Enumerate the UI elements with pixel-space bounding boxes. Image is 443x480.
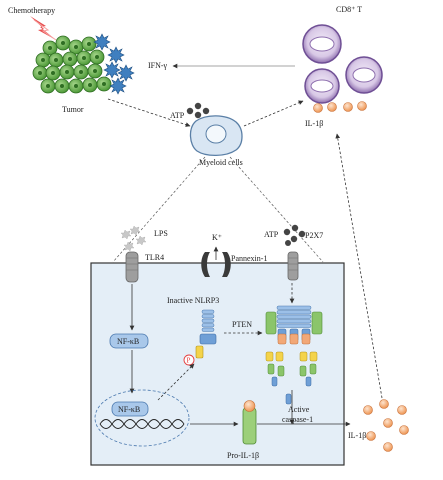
tlr4-label: TLR4 xyxy=(145,253,164,262)
nucleus-to-nlrp3-arrow xyxy=(157,363,195,401)
pannexin-channel xyxy=(201,252,231,277)
pten-label: PTEN xyxy=(232,320,252,329)
p2x7-receptor xyxy=(287,251,299,281)
atp-top-label: ATP xyxy=(170,111,185,120)
tumor-cells xyxy=(32,35,112,94)
myeloid-cell xyxy=(189,115,243,157)
p2x7-label: P2X7 xyxy=(305,231,323,240)
k-plus-label: K⁺ xyxy=(212,233,222,242)
zoom-line-left xyxy=(112,156,206,263)
nfkb-1-label: NF-κB xyxy=(117,337,139,346)
il1b-top-label: IL-1β xyxy=(305,119,323,128)
pro-il1b-label: Pro-IL-1β xyxy=(227,451,259,460)
cell-interior-panel xyxy=(90,262,345,466)
damaged-cell-icons xyxy=(93,33,135,95)
phosphate-label: P xyxy=(187,357,191,365)
chemotherapy-label: Chemotherapy xyxy=(8,6,55,15)
active-caspase-1-icon xyxy=(285,393,292,405)
lightning-icon xyxy=(30,16,57,41)
cd8-t-cells xyxy=(302,24,383,104)
il1b-top-cluster xyxy=(313,101,367,113)
dna-helix xyxy=(99,419,185,429)
zoom-line-right xyxy=(229,156,324,263)
lps-label: LPS xyxy=(154,229,168,238)
myeloid-to-tcell-arrow xyxy=(243,100,304,127)
il1b-outside-label: IL-1β xyxy=(348,431,366,440)
lps-icon xyxy=(120,225,147,252)
nfkb-nucleus-box xyxy=(111,401,149,417)
nfkb-2-label: NF-κB xyxy=(118,405,140,414)
active-caspase-line2: caspase-1 xyxy=(282,415,313,424)
active-caspase-line1: Active xyxy=(288,405,310,414)
ifn-gamma-label: IFN-γ xyxy=(148,61,168,70)
cd8-t-label: CD8⁺ T xyxy=(336,5,362,14)
atp-top-dots xyxy=(186,102,210,119)
nfkb-cytoplasm-box xyxy=(109,333,149,349)
tumor-to-myeloid-arrow xyxy=(107,98,191,127)
pannexin-label: Pannexin-1 xyxy=(231,254,267,263)
atp-cell-label: ATP xyxy=(264,230,279,239)
nucleus xyxy=(94,389,190,447)
inactive-nlrp3-protein xyxy=(195,309,217,359)
active-inflammasome xyxy=(265,305,323,387)
tumor-label: Tumor xyxy=(62,105,84,114)
myeloid-cells-label: Myeloid cells xyxy=(199,158,243,167)
inactive-nlrp3-label: Inactive NLRP3 xyxy=(167,296,219,305)
phosphate-badge: P xyxy=(183,354,195,366)
pro-il1b-protein xyxy=(242,400,257,445)
atp-cell-dots xyxy=(283,224,306,246)
il1b-outside-cluster xyxy=(363,399,409,452)
tlr4-receptor xyxy=(125,251,139,283)
